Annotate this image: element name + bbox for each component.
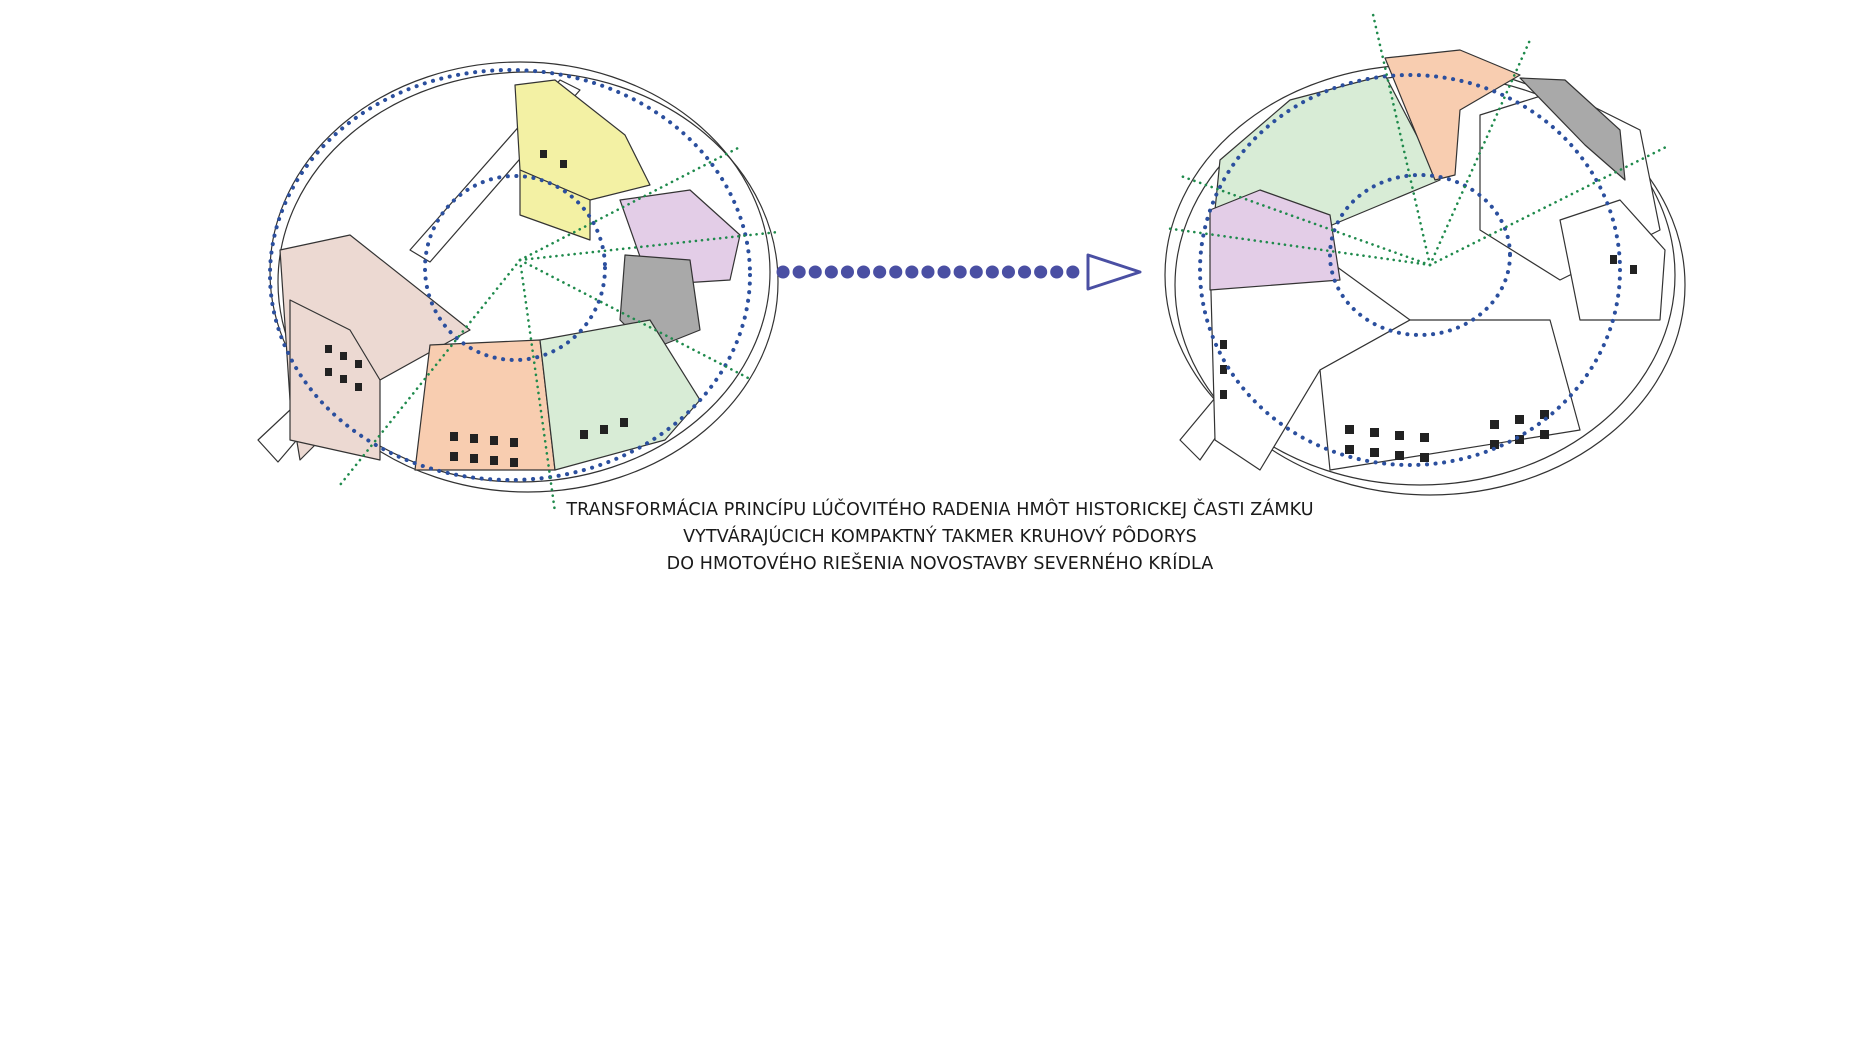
caption-line-2: VYTVÁRAJÚCICH KOMPAKTNÝ TAKMER KRUHOVÝ P…	[683, 527, 1197, 547]
caption-line-1: TRANSFORMÁCIA PRINCÍPU LÚČOVITÉHO RADENI…	[566, 500, 1314, 520]
radial-lines-1	[338, 146, 780, 514]
panel-historic-castle-top	[257, 61, 780, 514]
caption-text: TRANSFORMÁCIA PRINCÍPU LÚČOVITÉHO RADENI…	[470, 497, 1410, 578]
panel-new-wing-top	[1163, 8, 1686, 496]
radial-lines-2	[1163, 8, 1672, 267]
transform-arrow-top	[776, 253, 1142, 291]
caption-line-3: DO HMOTOVÉHO RIEŠENIA NOVOSTAVBY SEVERNÉ…	[666, 554, 1214, 574]
